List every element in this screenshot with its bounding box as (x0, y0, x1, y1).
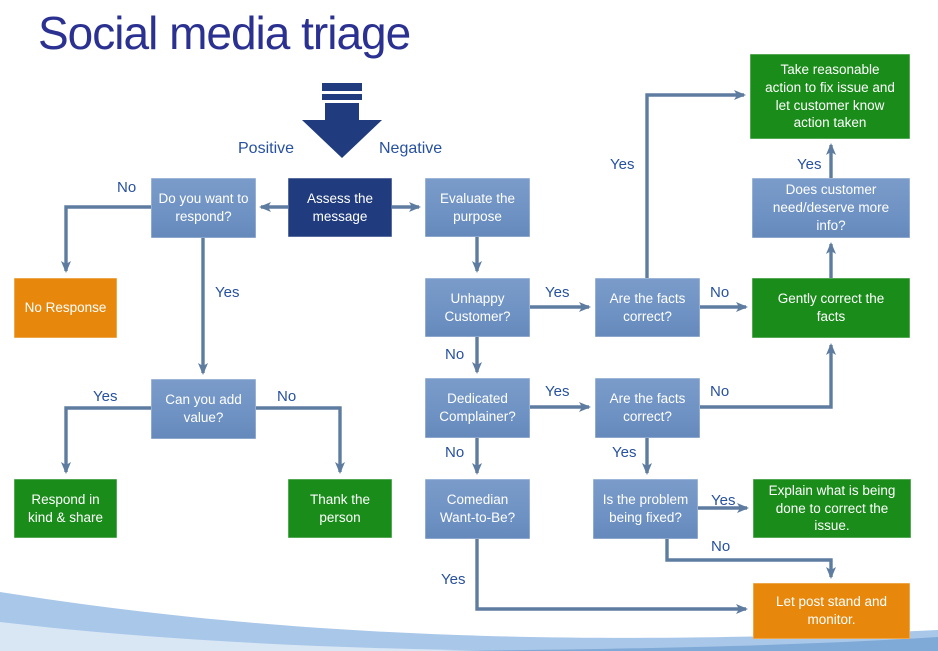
edge-label-facts1-no: No (710, 284, 730, 301)
node-let-post-stand: Let post stand and monitor. (753, 583, 910, 639)
flow-start-arrow-icon (302, 83, 382, 158)
edge-comedian-let-post (475, 539, 748, 614)
edge-facts1-take-action (645, 90, 746, 278)
edge-label-unhappy-no: No (445, 346, 465, 363)
branch-label-negative: Negative (379, 140, 443, 157)
edge-label-does-customer-yes: Yes (797, 156, 822, 173)
node-do-you-want-to-respond: Do you want to respond? (151, 178, 256, 238)
edge-label-dedicated-no: No (445, 444, 465, 461)
node-assess-the-message: Assess the message (288, 178, 392, 237)
node-can-you-add-value: Can you add value? (151, 379, 256, 439)
node-thank-the-person: Thank the person (288, 479, 392, 538)
node-take-reasonable-action: Take reasonable action to fix issue and … (750, 54, 910, 139)
node-evaluate-the-purpose: Evaluate the purpose (425, 178, 530, 237)
node-explain-what-is-done: Explain what is being done to correct th… (753, 479, 911, 538)
edge-do-you-want-no-response (61, 205, 151, 273)
edge-label-facts2-no: No (710, 383, 730, 400)
edge-label-comedian-yes: Yes (441, 571, 466, 588)
edge-facts2-gently (700, 343, 836, 409)
edge-label-problem-yes: Yes (711, 492, 736, 509)
node-are-facts-correct-2: Are the facts correct? (595, 378, 700, 438)
node-is-problem-being-fixed: Is the problem being fixed? (593, 479, 698, 539)
node-gently-correct-facts: Gently correct the facts (752, 278, 910, 338)
branch-label-positive: Positive (238, 140, 295, 157)
edge-can-you-add-respond (61, 406, 151, 474)
node-unhappy-customer: Unhappy Customer? (425, 278, 530, 337)
node-no-response: No Response (14, 278, 117, 338)
edge-label-can-you-add-yes: Yes (93, 388, 118, 405)
edge-label-problem-no: No (711, 538, 731, 555)
edge-label-can-you-add-no: No (277, 388, 297, 405)
node-are-facts-correct-1: Are the facts correct? (595, 278, 700, 337)
node-dedicated-complainer: Dedicated Complainer? (425, 378, 530, 438)
edge-label-do-you-want-no: No (117, 179, 137, 196)
edge-label-facts1-yes: Yes (610, 156, 635, 173)
edge-label-do-you-want-yes: Yes (215, 284, 240, 301)
node-does-customer-need-info: Does customer need/deserve more info? (752, 178, 910, 238)
edge-can-you-add-thank (256, 406, 345, 474)
edge-label-dedicated-yes: Yes (545, 383, 570, 400)
node-respond-in-kind: Respond in kind & share (14, 479, 117, 538)
edge-problem-let-post (665, 539, 836, 579)
edge-label-unhappy-yes: Yes (545, 284, 570, 301)
page-title: Social media triage (38, 7, 411, 59)
node-comedian-want-to-be: Comedian Want-to-Be? (425, 479, 530, 539)
wave-decoration (0, 592, 938, 651)
edge-label-facts2-yes: Yes (612, 444, 637, 461)
